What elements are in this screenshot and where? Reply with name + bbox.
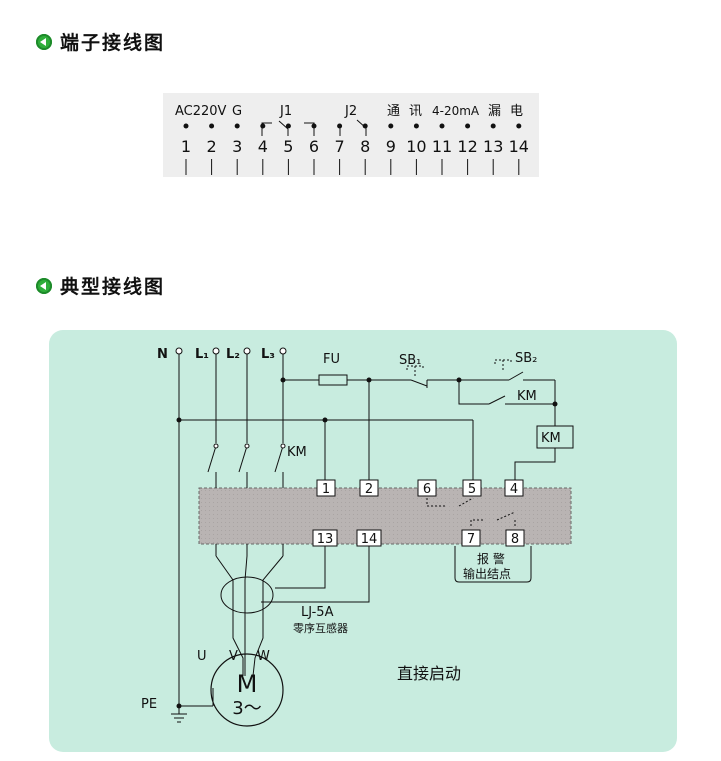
terminal-box-5: [462, 479, 482, 497]
terminal-lead-group: [185, 159, 520, 175]
terminal-number-4: 4: [258, 137, 268, 156]
terminal-5-label: 5: [468, 482, 476, 497]
label-ac220v: AC220V: [175, 104, 227, 119]
terminal-number-8: 8: [360, 137, 370, 156]
terminal-number-12: 12: [457, 137, 477, 156]
terminal-box-7: [461, 529, 481, 547]
motor-circle-icon: [210, 653, 284, 727]
motor-letter: M: [237, 670, 258, 698]
section-title-typical: 典型接线图: [36, 272, 165, 299]
label-comm-2: 讯: [409, 104, 422, 119]
terminal-8-label: 8: [511, 532, 519, 547]
terminal-box-8: [505, 529, 525, 547]
terminal-box-4: [504, 479, 524, 497]
terminal-dot-7: [337, 123, 343, 129]
label-pe: PE: [141, 697, 157, 712]
terminal-dot-13: [490, 123, 496, 129]
label-g: G: [232, 104, 242, 119]
terminal-number-6: 6: [309, 137, 319, 156]
terminal-dot-14: [516, 123, 522, 129]
terminal-6-label: 6: [423, 482, 431, 497]
terminal-dot-9: [388, 123, 394, 129]
terminal-box-13: [312, 529, 338, 547]
terminal-number-7: 7: [335, 137, 345, 156]
terminal-14-label: 14: [361, 532, 378, 547]
label-v: V: [229, 649, 238, 664]
terminal-box-1: [316, 479, 336, 497]
terminal-2-label: 2: [365, 482, 373, 497]
label-l1: L₁: [195, 347, 209, 362]
label-alarm-2: 输出结点: [463, 566, 511, 581]
terminal-13-label: 13: [317, 532, 334, 547]
terminal-dot-8: [362, 123, 368, 129]
label-start-mode: 直接启动: [397, 664, 461, 683]
terminal-7-label: 7: [467, 532, 475, 547]
label-alarm-1: 报 警: [477, 551, 505, 566]
label-l3: L₃: [261, 347, 275, 362]
arrow-bullet-icon: [36, 33, 52, 50]
terminal-title-text: 端子接线图: [60, 32, 166, 54]
terminal-4-label: 4: [510, 482, 518, 497]
label-w: W: [257, 649, 270, 664]
terminal-dot-3: [234, 123, 240, 129]
motor-phase: 3～: [232, 698, 261, 719]
terminal-dot-2: [209, 123, 215, 129]
terminal-box-14: [356, 529, 382, 547]
terminal-number-5: 5: [283, 137, 293, 156]
label-km-coil: KM: [541, 431, 561, 446]
terminal-number-13: 13: [483, 137, 503, 156]
label-n: N: [157, 347, 168, 362]
section-title-terminal: 端子接线图: [36, 28, 165, 55]
terminal-dot-10: [413, 123, 419, 129]
j1-contact-symbol: [261, 120, 315, 136]
label-u: U: [197, 649, 207, 664]
typical-diagram-panel: M 3～ 1 2 6 5 4 13 14 7 8 N L₁: [49, 330, 677, 752]
motor-symbol: M 3～: [210, 653, 284, 727]
terminal-dot-group: [183, 123, 522, 129]
label-sb2: SB₂: [515, 351, 537, 366]
terminal-number-9: 9: [386, 137, 396, 156]
km-contact-points: [213, 443, 286, 449]
label-leak-1: 漏: [488, 103, 501, 119]
terminal-dot-11: [439, 123, 445, 129]
label-fu: FU: [323, 352, 340, 367]
arrow-bullet-icon: [36, 277, 52, 294]
j2-contact-symbol: [339, 119, 367, 136]
typical-title-text: 典型接线图: [60, 276, 166, 298]
zero-sequence-ct-icon: [220, 576, 274, 614]
terminal-number-2: 2: [207, 137, 217, 156]
label-comm-1: 通: [387, 104, 400, 119]
label-4-20ma: 4-20mA: [432, 104, 480, 118]
terminal-dot-12: [465, 123, 471, 129]
terminal-1-label: 1: [322, 482, 330, 497]
terminal-dot-4: [260, 123, 266, 129]
label-km-main: KM: [287, 445, 307, 460]
supply-terminals: [175, 347, 287, 355]
label-l2: L₂: [226, 347, 240, 362]
label-sb1: SB₁: [399, 353, 421, 368]
typical-wiring-diagram: M 3～ 1 2 6 5 4 13 14 7 8 N L₁: [141, 347, 574, 727]
label-ct-model: LJ-5A: [301, 605, 334, 620]
terminal-number-10: 10: [406, 137, 426, 156]
terminal-number-3: 3: [232, 137, 242, 156]
label-km-contact: KM: [517, 389, 537, 404]
label-j1: J1: [279, 104, 292, 119]
label-leak-2: 电: [510, 104, 523, 119]
terminal-box-6: [417, 479, 437, 497]
terminal-number-1: 1: [181, 137, 191, 156]
terminal-dot-1: [183, 123, 189, 129]
terminal-dot-6: [311, 123, 317, 129]
label-ct-name: 零序互感器: [293, 621, 348, 635]
terminal-dot-5: [285, 123, 291, 129]
label-j2: J2: [344, 104, 357, 119]
junction-dots: [176, 377, 558, 709]
terminal-number-14: 14: [509, 137, 529, 156]
terminal-number-11: 11: [432, 137, 452, 156]
terminal-box-2: [359, 479, 379, 497]
